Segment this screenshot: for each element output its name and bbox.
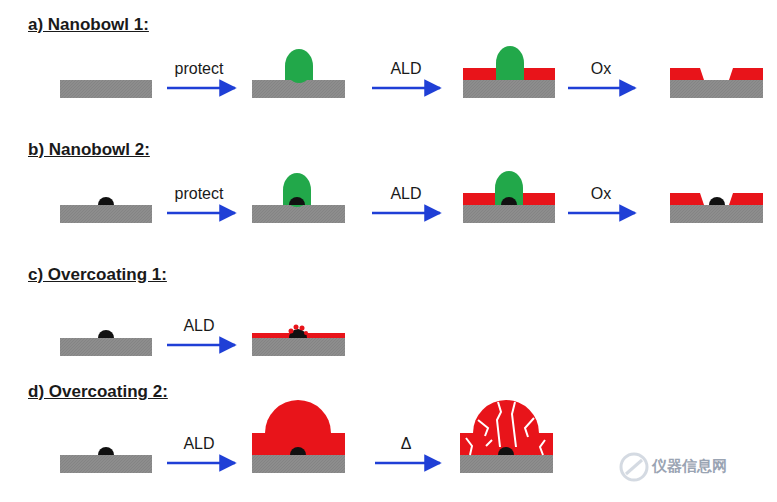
step-label: ALD [390, 185, 421, 203]
step-label: protect [175, 185, 224, 203]
step-label: ALD [390, 60, 421, 78]
step-label: ALD [183, 435, 214, 453]
watermark: 仪器信息网 [652, 458, 727, 475]
section-title: a) Nanobowl 1: [28, 16, 149, 35]
step-label: Ox [591, 60, 611, 78]
section-title: c) Overcoating 1: [28, 266, 167, 285]
step-label: Δ [401, 435, 412, 453]
step-label: Ox [591, 185, 611, 203]
section-title: d) Overcoating 2: [28, 383, 168, 402]
process-arrows [167, 88, 635, 463]
section-title: b) Nanobowl 2: [28, 141, 150, 160]
step-label: ALD [183, 317, 214, 335]
step-label: protect [175, 60, 224, 78]
